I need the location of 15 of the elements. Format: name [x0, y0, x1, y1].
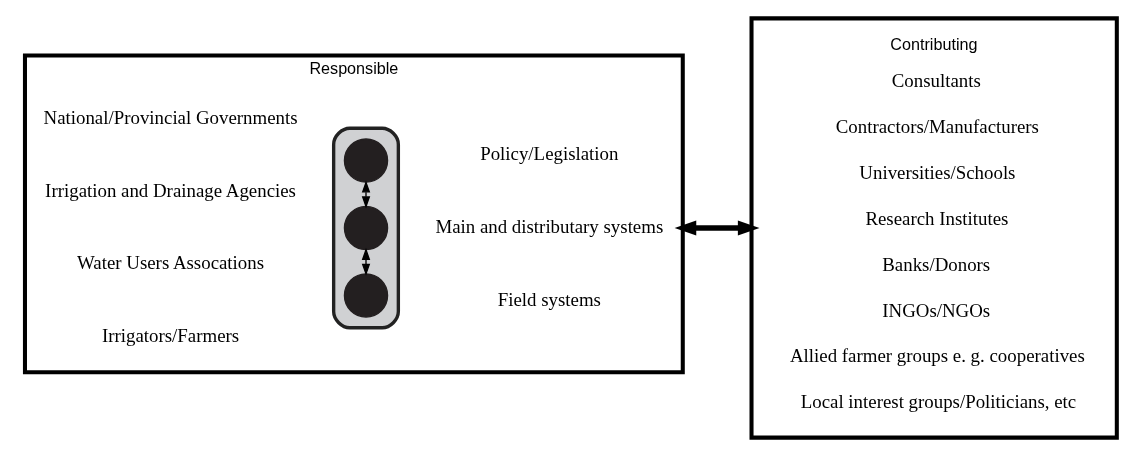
label: Policy/Legislation — [480, 142, 619, 164]
label: Water Users Assocations — [77, 251, 265, 273]
label: Irrigators/Farmers — [101, 324, 240, 346]
label: Main and distributary systems — [435, 215, 664, 237]
label: Field systems — [497, 288, 601, 310]
arrow — [674, 219, 760, 236]
arrow — [361, 179, 371, 208]
node-circle — [343, 272, 389, 318]
label: National/Provincial Governments — [43, 106, 298, 128]
node-circle — [343, 205, 389, 250]
node-box: Contributing Consultants Contractors/Manufacturers Universities/Schools Research Institutes Banks/Donors INGOs/NGOs Allied farmer groups e. g. cooperatives Local interest groups/Politicians, etc — [749, 15, 1119, 440]
node-circle — [343, 137, 389, 183]
cluster — [331, 126, 401, 329]
arrow — [361, 247, 371, 276]
label: Irrigation and Drainage Agencies — [45, 179, 296, 201]
